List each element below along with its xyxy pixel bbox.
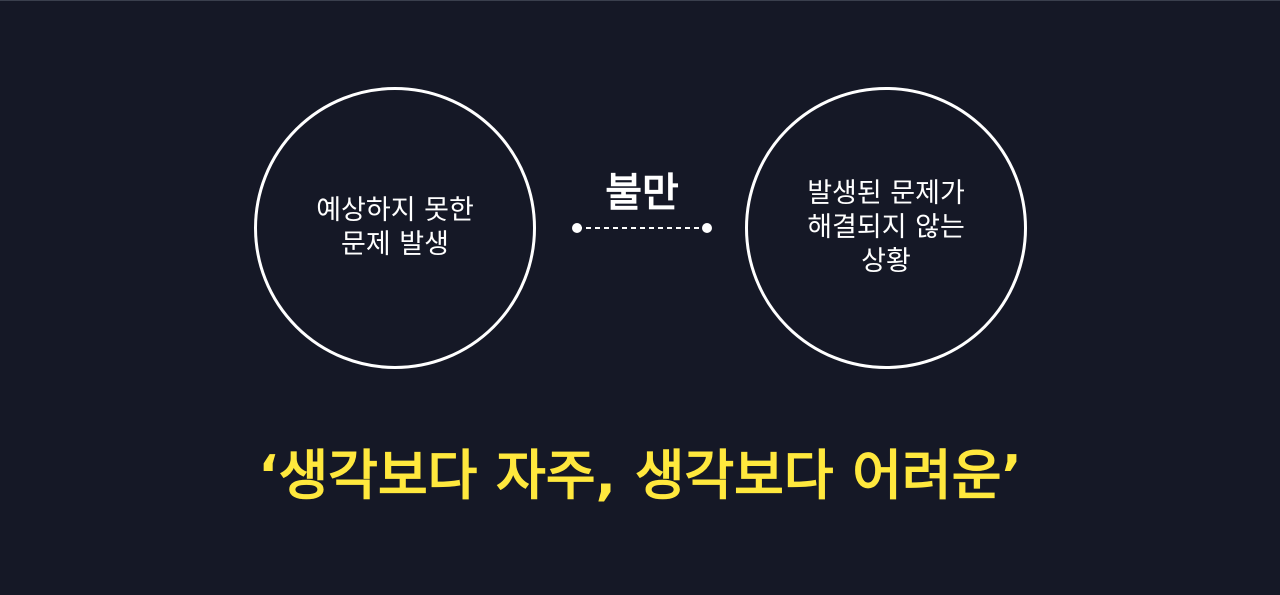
left-circle-line: 문제 발생 [341, 229, 449, 260]
connector-dot-right [702, 223, 712, 233]
right-circle: 발생된 문제가 해결되지 않는 상황 [745, 87, 1027, 369]
right-circle-line: 상황 [861, 246, 911, 277]
dashed-connector [572, 223, 712, 233]
headline: ‘생각보다 자주, 생각보다 어려운’ [258, 444, 1022, 507]
right-circle-line: 해결되지 않는 [807, 212, 965, 243]
left-circle-line: 예상하지 못한 [316, 195, 474, 226]
relation-label: 불만 [605, 170, 679, 216]
connector-dot-left [572, 223, 582, 233]
right-circle-line: 발생된 문제가 [807, 178, 965, 209]
left-circle: 예상하지 못한 문제 발생 [254, 87, 536, 369]
